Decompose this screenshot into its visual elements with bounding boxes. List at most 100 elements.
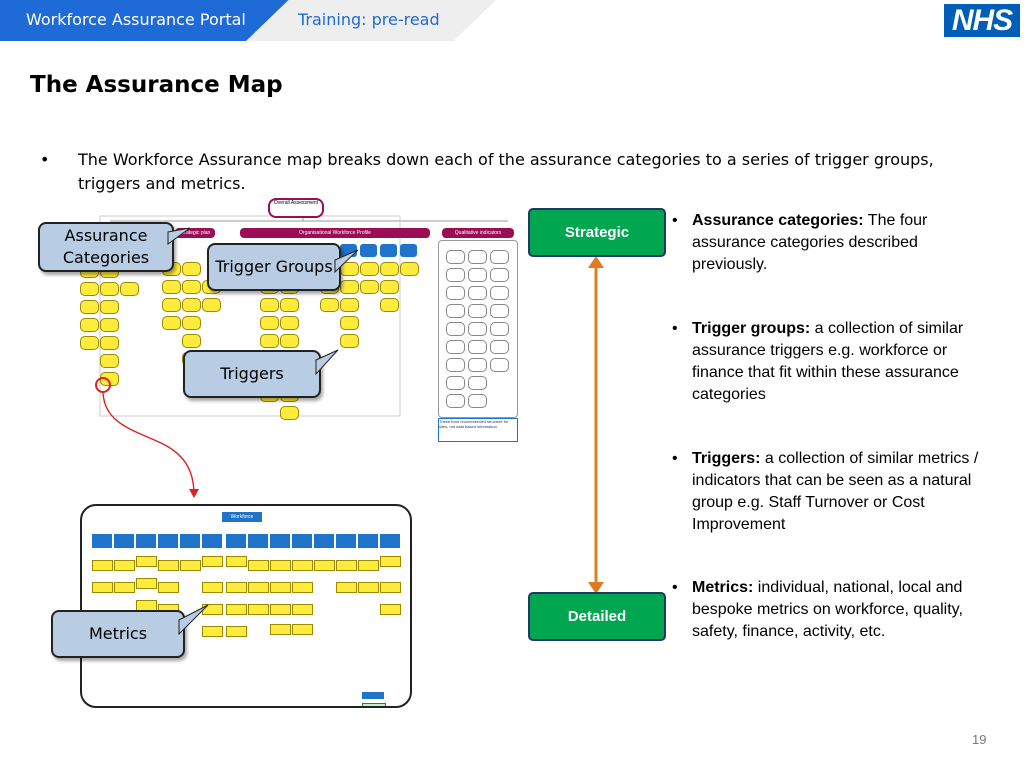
detail-metric-node xyxy=(292,624,313,635)
detail-metric-node xyxy=(114,560,135,571)
map-trigger-node xyxy=(320,298,339,312)
detail-metric-node xyxy=(92,582,113,593)
detail-metric-node xyxy=(380,604,401,615)
portal-tab[interactable]: Workforce Assurance Portal xyxy=(0,0,290,41)
map-qualitative-node xyxy=(446,322,465,336)
map-trigger-node xyxy=(340,334,359,348)
map-trigger-node xyxy=(380,262,399,276)
detail-metric-node xyxy=(226,626,247,637)
category-bar-qualitative: Qualitative indicators xyxy=(442,228,514,238)
map-qualitative-node xyxy=(490,268,509,282)
desc-triggers: a collection of similar metrics / indica… xyxy=(692,450,979,533)
detail-metric-node xyxy=(114,582,135,593)
map-group-node xyxy=(380,244,397,257)
map-trigger-node xyxy=(380,280,399,294)
map-qualitative-node xyxy=(490,358,509,372)
nhs-logo: NHS xyxy=(944,4,1020,37)
detail-trigger-node xyxy=(92,534,112,548)
detail-metric-node xyxy=(358,582,379,593)
detail-trigger-node xyxy=(358,534,378,548)
map-trigger-node xyxy=(202,298,221,312)
map-trigger-node xyxy=(340,316,359,330)
map-qualitative-node xyxy=(490,322,509,336)
detail-trigger-node xyxy=(226,534,246,548)
detail-metric-node xyxy=(292,582,313,593)
desc-groups: a collection of similar assurance trigge… xyxy=(692,320,964,403)
map-trigger-node xyxy=(162,280,181,294)
detail-metric-node xyxy=(226,556,247,567)
detail-metric-node xyxy=(248,582,269,593)
map-trigger-node xyxy=(162,298,181,312)
page-title: The Assurance Map xyxy=(30,72,283,98)
map-trigger-node xyxy=(100,318,119,332)
map-trigger-node xyxy=(340,280,359,294)
highlight-circle xyxy=(95,377,111,393)
desc-categories: The four assurance categories described … xyxy=(692,212,928,273)
detail-metric-node xyxy=(136,578,157,589)
level-detailed: Detailed xyxy=(528,592,666,641)
map-trigger-node xyxy=(280,406,299,420)
map-trigger-node xyxy=(100,336,119,350)
map-trigger-node xyxy=(340,298,359,312)
detail-metric-node xyxy=(292,560,313,571)
map-qualitative-node xyxy=(468,286,487,300)
detail-metric-node xyxy=(380,556,401,567)
term-triggers: Triggers: xyxy=(692,450,761,467)
map-qualitative-node xyxy=(468,394,487,408)
detail-metric-node xyxy=(380,582,401,593)
map-trigger-node xyxy=(162,316,181,330)
detail-trigger-node xyxy=(180,534,200,548)
map-qualitative-node xyxy=(468,340,487,354)
map-trigger-node xyxy=(280,316,299,330)
preread-tab-label: Training: pre-read xyxy=(298,10,440,29)
legend-blue xyxy=(362,692,384,699)
intro-bullet: • xyxy=(40,150,50,169)
map-qualitative-node xyxy=(468,322,487,336)
legend-green xyxy=(362,703,386,706)
detail-trigger-node xyxy=(136,534,156,548)
map-trigger-node xyxy=(120,282,139,296)
detail-trigger-node xyxy=(202,534,222,548)
map-qualitative-node xyxy=(490,250,509,264)
detail-metric-node xyxy=(92,560,113,571)
map-trigger-node xyxy=(182,280,201,294)
detail-metric-node xyxy=(248,560,269,571)
map-qualitative-node xyxy=(468,376,487,390)
callout-trigger-groups: Trigger Groups xyxy=(207,243,341,291)
map-qualitative-node xyxy=(446,268,465,282)
intro-text: The Workforce Assurance map breaks down … xyxy=(78,150,934,193)
map-qualitative-node xyxy=(490,340,509,354)
map-qualitative-node xyxy=(468,304,487,318)
detail-metric-node xyxy=(202,604,223,615)
map-qualitative-node xyxy=(446,376,465,390)
map-trigger-node xyxy=(280,334,299,348)
workforce-detail-map: Workforce xyxy=(80,504,412,708)
map-trigger-node xyxy=(380,298,399,312)
map-trigger-node xyxy=(80,300,99,314)
map-qualitative-node xyxy=(490,304,509,318)
map-qualitative-node xyxy=(468,250,487,264)
detail-metric-node xyxy=(270,560,291,571)
workforce-node: Workforce xyxy=(222,512,262,522)
portal-tab-label: Workforce Assurance Portal xyxy=(26,10,246,29)
detail-metric-node xyxy=(226,604,247,615)
category-bar-workforce: Organisational Workforce Profile xyxy=(240,228,430,238)
detail-trigger-node xyxy=(158,534,178,548)
preread-tab[interactable]: Training: pre-read xyxy=(246,0,496,41)
detail-metric-node xyxy=(248,604,269,615)
detail-metric-node xyxy=(336,582,357,593)
map-trigger-node xyxy=(360,280,379,294)
detail-metric-node xyxy=(314,560,335,571)
detail-trigger-node xyxy=(380,534,400,548)
map-qualitative-node xyxy=(468,358,487,372)
term-categories: Assurance categories: xyxy=(692,212,864,229)
detail-metric-node xyxy=(270,582,291,593)
detail-trigger-node xyxy=(248,534,268,548)
map-trigger-node xyxy=(360,262,379,276)
detail-metric-node xyxy=(202,556,223,567)
map-trigger-node xyxy=(182,334,201,348)
map-trigger-node xyxy=(260,316,279,330)
map-trigger-node xyxy=(100,300,119,314)
map-qualitative-node xyxy=(446,304,465,318)
detail-trigger-node xyxy=(270,534,290,548)
